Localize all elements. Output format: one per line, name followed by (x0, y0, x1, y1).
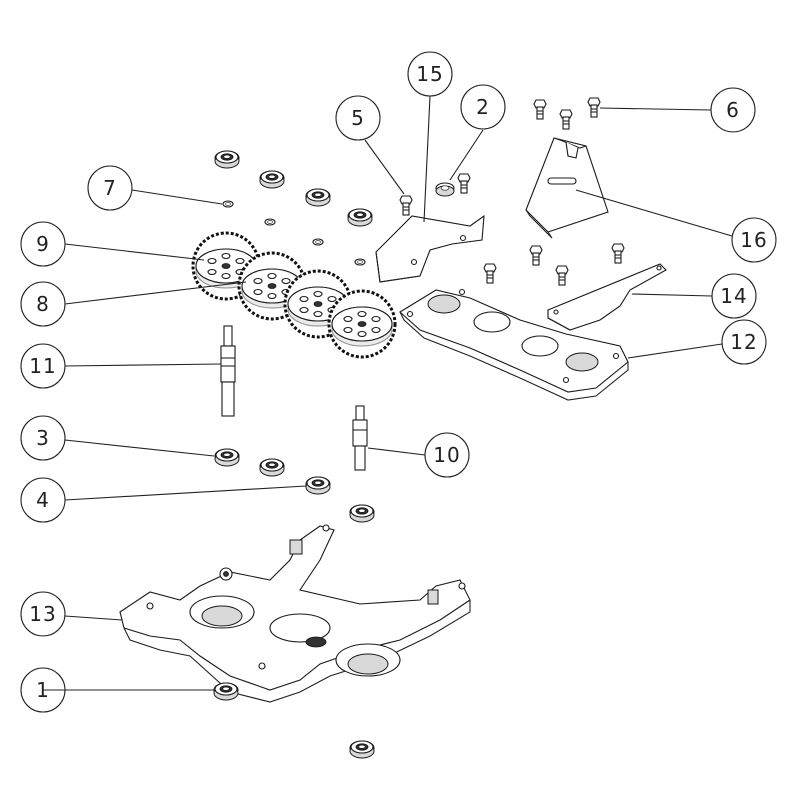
callout-label: 13 (29, 602, 56, 626)
bearing-icon (259, 170, 285, 189)
leader-line (423, 95, 431, 223)
bracket-icon (375, 214, 485, 283)
leader-line (64, 615, 123, 621)
callout-label: 11 (29, 354, 56, 378)
bolt-icon (529, 245, 543, 266)
bearing-icon (305, 188, 331, 207)
bolt-icon (483, 263, 497, 284)
callout-7: 7 (87, 165, 133, 211)
callout-11: 11 (20, 343, 66, 389)
callout-6: 6 (710, 87, 756, 133)
bolt-icon (611, 243, 625, 264)
leader-line (599, 107, 712, 111)
callout-13: 13 (20, 591, 66, 637)
bolt-icon (399, 195, 413, 216)
washer-icon (354, 258, 366, 266)
bracket-icon (525, 137, 609, 239)
bolt-icon (587, 97, 601, 118)
leader-line (575, 189, 733, 237)
leader-line (364, 139, 405, 195)
callout-3: 3 (20, 415, 66, 461)
callout-8: 8 (20, 281, 66, 327)
washer-icon (312, 238, 324, 246)
callout-label: 7 (103, 176, 117, 200)
bearing-icon (347, 208, 373, 227)
callout-label: 5 (351, 106, 365, 130)
callout-5: 5 (335, 95, 381, 141)
callout-label: 9 (36, 232, 50, 256)
washer-icon (264, 218, 276, 226)
bearing-icon (213, 682, 239, 701)
bracket-icon (547, 263, 667, 331)
bolt-icon (559, 109, 573, 130)
bearing-icon (349, 740, 375, 759)
callout-label: 6 (726, 98, 740, 122)
callout-label: 12 (730, 330, 757, 354)
callout-label: 15 (416, 62, 443, 86)
leader-line (64, 243, 205, 261)
leader-lines (43, 95, 733, 691)
bolt-icon (555, 265, 569, 286)
shaft-icon (220, 325, 236, 417)
washer-icon (222, 200, 234, 208)
leader-line (64, 281, 247, 305)
callout-1: 1 (20, 667, 66, 713)
callout-label: 3 (36, 426, 50, 450)
callout-label: 16 (740, 228, 767, 252)
housing-icon (119, 524, 471, 703)
callout-label: 4 (36, 488, 50, 512)
callout-label: 1 (36, 678, 50, 702)
leader-line (64, 363, 222, 367)
bearing-icon (349, 504, 375, 523)
plate-icon (399, 288, 629, 401)
leader-line (367, 447, 426, 456)
callout-4: 4 (20, 477, 66, 523)
callout-14: 14 (711, 273, 757, 319)
bearing-icon (214, 150, 240, 169)
leader-line (449, 129, 484, 181)
callout-9: 9 (20, 221, 66, 267)
bearing-icon (259, 458, 285, 477)
callout-label: 10 (433, 443, 460, 467)
leader-line (131, 189, 223, 205)
callout-label: 8 (36, 292, 50, 316)
callout-15: 15 (407, 51, 453, 97)
callout-label: 14 (720, 284, 747, 308)
callout-12: 12 (721, 319, 767, 365)
shaft-icon (352, 405, 368, 471)
bearing-icon (214, 448, 240, 467)
callout-2: 2 (460, 84, 506, 130)
callout-label: 2 (476, 95, 490, 119)
callout-10: 10 (424, 432, 470, 478)
bearing-icon (305, 476, 331, 495)
leader-line (627, 343, 723, 359)
bolt-icon (457, 173, 471, 194)
bolt-icon (533, 99, 547, 120)
callout-16: 16 (731, 217, 777, 263)
gear-icon (327, 289, 397, 359)
spacer-icon (435, 182, 455, 197)
leader-line (64, 439, 215, 457)
leader-line (631, 293, 713, 297)
leader-line (64, 485, 307, 501)
